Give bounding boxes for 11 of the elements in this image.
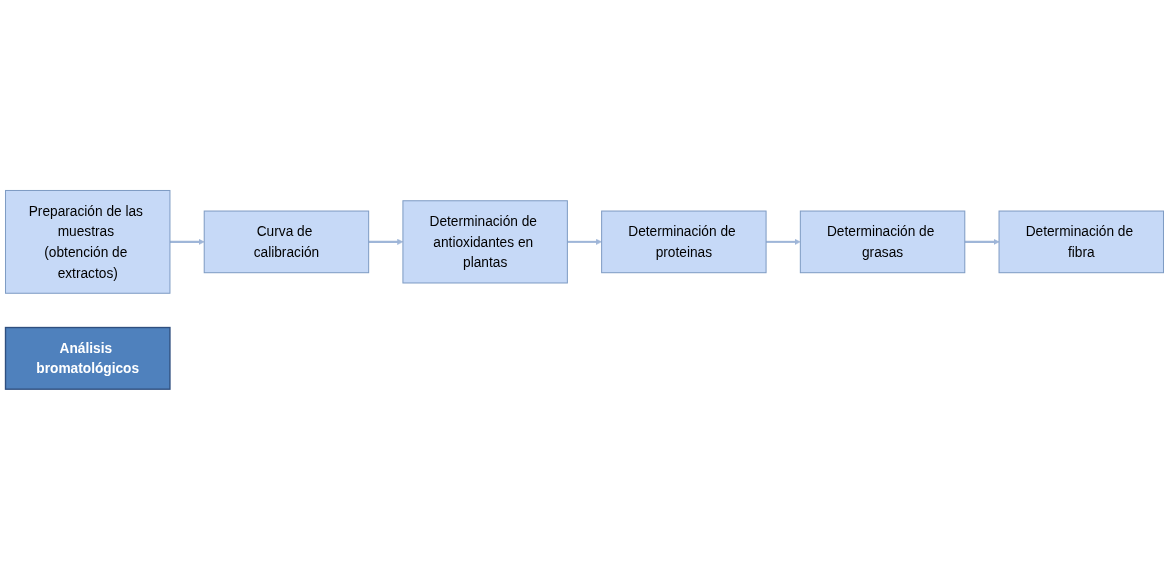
arrow [567, 238, 602, 245]
node-box: Preparación de las muestras (obtención de extractos) [5, 189, 171, 294]
arrow [766, 238, 801, 245]
node-box: Determinación de proteinas [601, 210, 767, 273]
node-box: Determinación de fibra [998, 210, 1164, 273]
arrow [964, 238, 1000, 245]
node-box: Determinación de antioxidantes en plantas [402, 199, 568, 284]
node-box: Análisis bromatológicos [4, 326, 171, 390]
node-box: Curva de calibración [203, 210, 370, 273]
arrow [169, 238, 205, 245]
node-box: Determinación de grasas [799, 210, 966, 273]
